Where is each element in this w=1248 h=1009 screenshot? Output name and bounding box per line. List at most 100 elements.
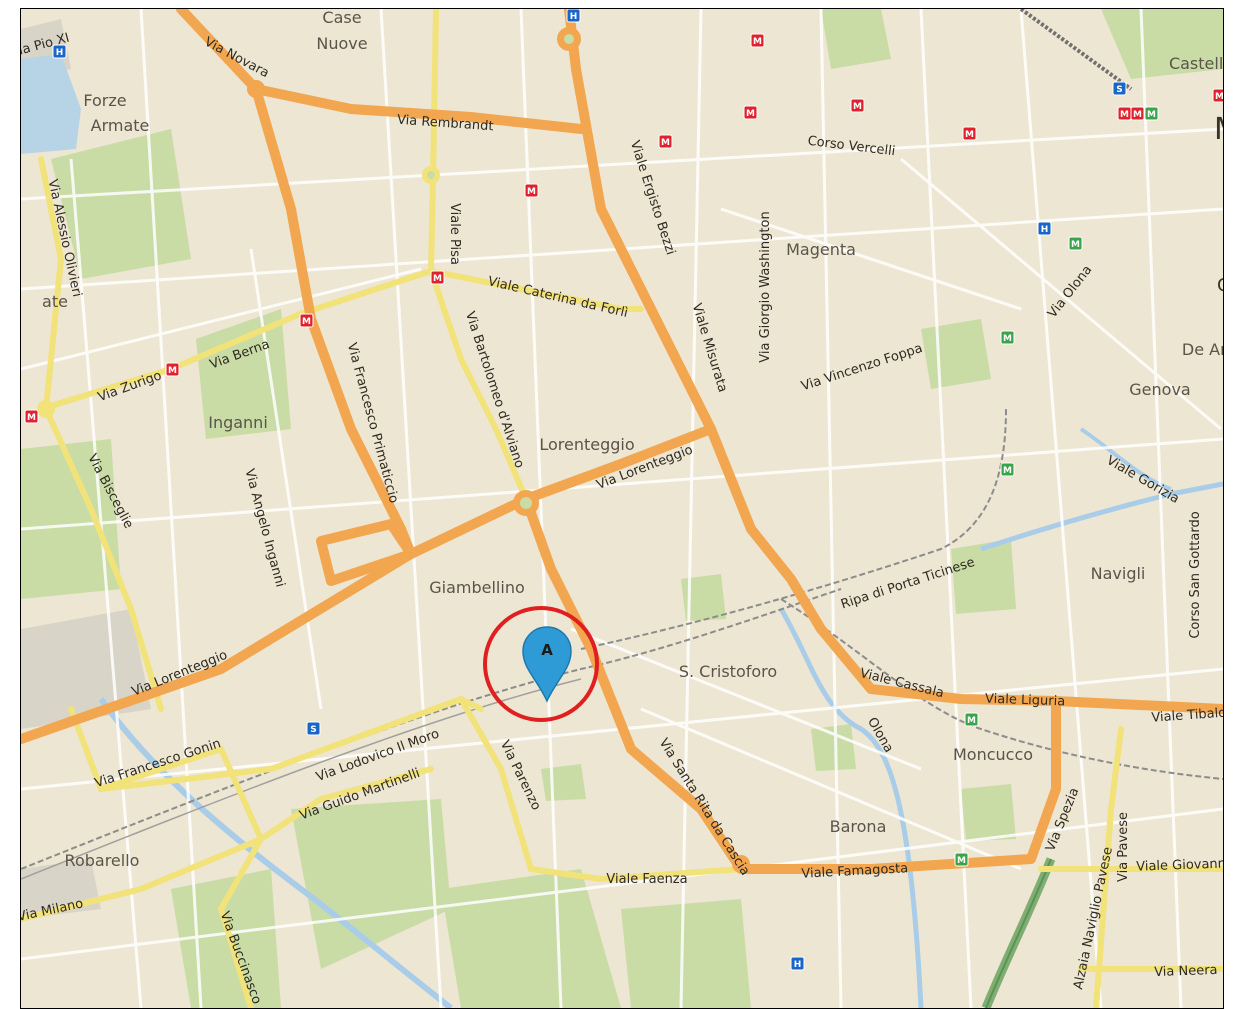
railway-south-east bbox=[780, 598, 1223, 780]
metro-red-icon-box bbox=[1130, 106, 1145, 121]
metro-red-icon[interactable]: M bbox=[850, 98, 865, 113]
metro-green-icon-glyph: M bbox=[1147, 110, 1156, 120]
edge-label-edge-m: M bbox=[1214, 112, 1223, 147]
metro-green-icon[interactable]: M bbox=[1144, 106, 1159, 121]
district-label-giambellino: Giambellino bbox=[429, 578, 525, 597]
minor-street bbox=[819, 9, 843, 1008]
district-labels: CaseNuoveForzeArmateCastelloMagentaDe Am… bbox=[42, 9, 1223, 870]
roundabout bbox=[37, 400, 55, 418]
metro-red-icon-glyph: M bbox=[27, 413, 36, 423]
railway-north-east bbox=[580, 408, 1007, 650]
metro-red-icon[interactable]: M bbox=[750, 33, 765, 48]
hospital-icon-glyph: H bbox=[1041, 225, 1049, 235]
hospital-icon-glyph: H bbox=[794, 960, 802, 970]
street-label-viale-giovanni: Viale Giovanni bbox=[1136, 856, 1223, 874]
metro-red-icon[interactable]: M bbox=[430, 270, 445, 285]
roundabout bbox=[247, 80, 265, 98]
roundabouts-layer bbox=[37, 27, 750, 873]
edge-labels: MC bbox=[1214, 112, 1223, 296]
parks-layer bbox=[21, 9, 1223, 1008]
hospital-icon-box bbox=[1037, 221, 1052, 236]
road-via-pavese bbox=[1093, 726, 1124, 1008]
district-label-lorenteggio: Lorenteggio bbox=[539, 435, 634, 454]
railway-layer bbox=[21, 9, 1223, 1008]
minor-street bbox=[679, 9, 703, 1008]
metro-green-icon[interactable]: M bbox=[964, 712, 979, 727]
roundabout-inner bbox=[427, 171, 435, 179]
train-station-icon-glyph: S bbox=[310, 725, 316, 735]
metro-green-icon-box bbox=[964, 712, 979, 727]
metro-red-icon[interactable]: M bbox=[524, 183, 539, 198]
metro-green-icon[interactable]: M bbox=[1000, 330, 1015, 345]
metro-red-icon-box bbox=[1212, 88, 1223, 103]
minor-street bbox=[1019, 9, 1103, 1008]
train-station-icon-box bbox=[1112, 81, 1127, 96]
train-station-icon[interactable]: S bbox=[306, 721, 321, 736]
location-marker-a[interactable]: A bbox=[522, 626, 572, 703]
district-label-moncucco: Moncucco bbox=[953, 745, 1033, 764]
minor-street bbox=[379, 9, 443, 1008]
metro-red-icon-box bbox=[750, 33, 765, 48]
metro-green-icon-box bbox=[1000, 462, 1015, 477]
hospital-icon[interactable]: H bbox=[566, 9, 581, 23]
marker-pin-icon[interactable] bbox=[522, 626, 572, 703]
hospital-icon[interactable]: H bbox=[52, 44, 67, 59]
district-label-forze-armate-1: Forze bbox=[83, 91, 126, 110]
edge-label-edge-c: C bbox=[1217, 275, 1223, 296]
district-label-robarello: Robarello bbox=[65, 851, 140, 870]
minor-streets-layer bbox=[21, 9, 1223, 1008]
train-station-icon[interactable]: S bbox=[1112, 81, 1127, 96]
metro-red-icon[interactable]: M bbox=[299, 313, 314, 328]
metro-red-icon-glyph: M bbox=[1120, 110, 1129, 120]
minor-street bbox=[720, 207, 1022, 311]
roundabout bbox=[732, 855, 750, 873]
canal-naviglio bbox=[980, 481, 1223, 552]
water-north-west bbox=[21, 54, 81, 154]
metro-red-icon-box bbox=[658, 134, 673, 149]
park-small-1 bbox=[681, 574, 726, 621]
train-station-icon-glyph: S bbox=[1116, 85, 1122, 95]
metro-green-icon[interactable]: M bbox=[1068, 236, 1083, 251]
district-label-s-cristoforo: S. Cristoforo bbox=[679, 662, 777, 681]
hospital-icon-glyph: H bbox=[56, 48, 64, 58]
district-label-case-nuove-2: Nuove bbox=[316, 34, 367, 53]
street-label-via-rembrandt: Via Rembrandt bbox=[397, 113, 494, 135]
metro-red-icon[interactable]: M bbox=[1130, 106, 1145, 121]
metro-red-icon-box bbox=[850, 98, 865, 113]
metro-red-icon[interactable]: M bbox=[658, 134, 673, 149]
district-label-magenta: Magenta bbox=[786, 240, 856, 259]
hospital-icon[interactable]: H bbox=[790, 956, 805, 971]
metro-red-icon[interactable]: M bbox=[1117, 106, 1132, 121]
metro-red-icon-glyph: M bbox=[753, 37, 762, 47]
street-label-via-neera: Via Neera bbox=[1154, 963, 1218, 980]
metro-red-icon[interactable]: M bbox=[165, 362, 180, 377]
metro-red-icon[interactable]: M bbox=[743, 105, 758, 120]
metro-red-icon[interactable]: M bbox=[1212, 88, 1223, 103]
park-south-3 bbox=[621, 899, 751, 1008]
street-label-via-pavese: Via Pavese bbox=[1116, 812, 1131, 882]
secondary-roads-layer bbox=[21, 9, 1223, 1008]
metro-green-icon[interactable]: M bbox=[1000, 462, 1015, 477]
hospital-icon[interactable]: H bbox=[1037, 221, 1052, 236]
metro-red-icon[interactable]: M bbox=[962, 126, 977, 141]
metro-green-icon-glyph: M bbox=[1071, 240, 1080, 250]
metro-red-icon[interactable]: M bbox=[24, 409, 39, 424]
road-via-lorenteggio bbox=[21, 424, 716, 744]
hospital-icon-box bbox=[790, 956, 805, 971]
roundabout-inner bbox=[564, 34, 574, 44]
railway-west bbox=[21, 588, 842, 870]
metro-red-icon-glyph: M bbox=[965, 130, 974, 140]
district-label-forze-armate-2: Armate bbox=[91, 116, 150, 135]
map-canvas[interactable]: CaseNuoveForzeArmateCastelloMagentaDe Am… bbox=[21, 9, 1223, 1008]
metro-green-icon-box bbox=[1144, 106, 1159, 121]
metro-green-icon[interactable]: M bbox=[954, 852, 969, 867]
railway-north bbox=[1019, 9, 1133, 91]
railway-green-south-inner bbox=[985, 858, 1052, 1008]
metro-red-icon-glyph: M bbox=[433, 274, 442, 284]
map-viewport[interactable]: CaseNuoveForzeArmateCastelloMagentaDe Am… bbox=[20, 8, 1224, 1009]
river-south-west bbox=[98, 697, 453, 1008]
marker-label: A bbox=[541, 641, 553, 659]
metro-red-icon-glyph: M bbox=[661, 138, 670, 148]
park-small-4 bbox=[961, 784, 1016, 841]
park-south-2 bbox=[441, 869, 621, 1008]
